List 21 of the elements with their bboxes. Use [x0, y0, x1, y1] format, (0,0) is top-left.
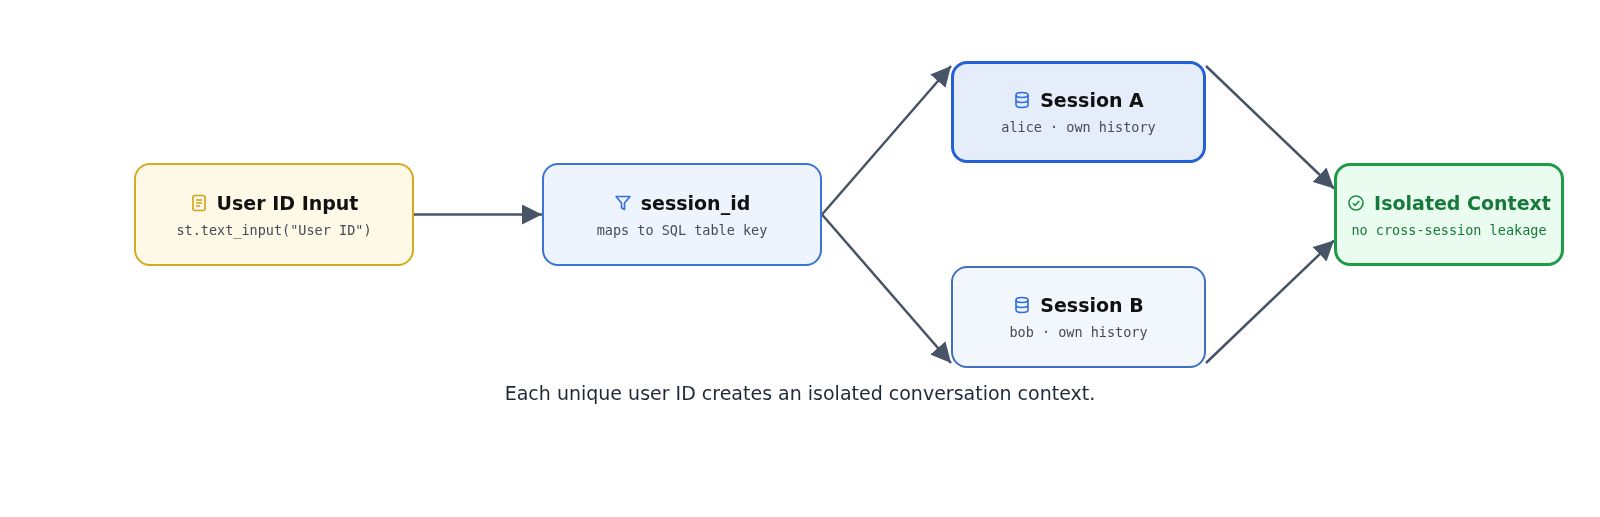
node-title: User ID Input — [216, 191, 359, 214]
node-subtitle: st.text_input("User ID") — [176, 221, 372, 238]
arrow — [821, 213, 952, 364]
caption: Each unique user ID creates an isolated conversation context. — [504, 382, 1096, 404]
node-title: session_id — [640, 191, 751, 214]
node-subtitle: maps to SQL table key — [596, 221, 768, 238]
process-box — [542, 163, 822, 266]
arrow — [1205, 239, 1335, 364]
input-box — [134, 163, 414, 266]
session-box — [951, 61, 1206, 163]
node-subtitle: alice · own history — [1001, 119, 1156, 135]
session-box — [951, 266, 1206, 368]
node-title: Isolated Context — [1374, 191, 1551, 214]
arrow — [821, 65, 952, 216]
node-title: Session B — [1040, 294, 1144, 316]
node-subtitle: bob · own history — [1009, 324, 1148, 340]
result-box — [1334, 163, 1564, 266]
arrow — [414, 204, 542, 225]
node-subtitle: no cross-session leakage — [1351, 221, 1547, 238]
node-title: Session A — [1040, 89, 1144, 111]
arrow — [1205, 65, 1335, 190]
